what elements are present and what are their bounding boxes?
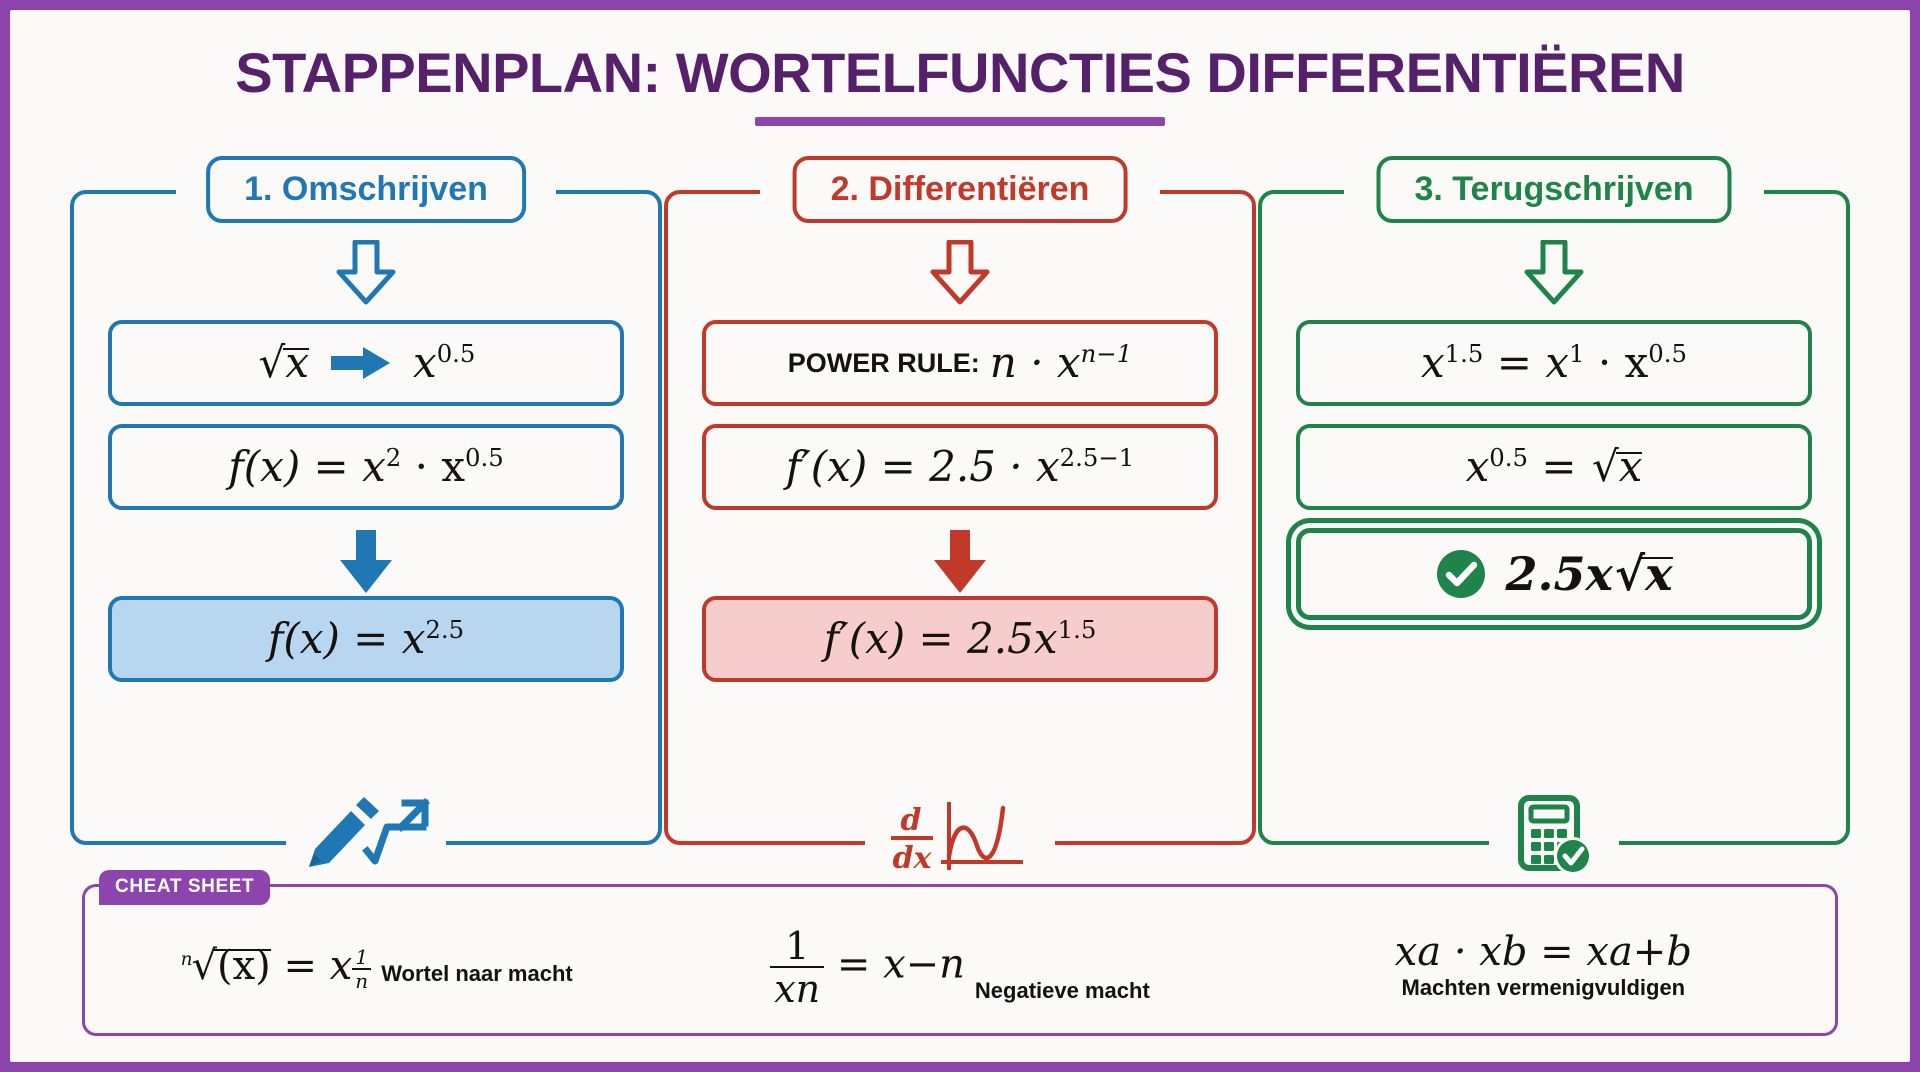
step-header-1: 1. Omschrijven: [206, 156, 526, 223]
svg-text:dx: dx: [893, 841, 933, 876]
step-body-3: x1.5 = x1 · x0.5 x0.5 = √x 2.: [1296, 234, 1812, 821]
step-header-3: 3. Terugschrijven: [1376, 156, 1732, 223]
cheat-sheet-badge: CHEAT SHEET: [99, 870, 271, 905]
final-answer-box: 2.5x√x: [1296, 528, 1812, 620]
step-body-2: POWER RULE: n · xn−1 f′(x) = 2.5 · x2.5−…: [702, 234, 1218, 821]
arrow-down-solid-icon: [934, 530, 986, 593]
formula-derivative-step: f′(x) = 2.5 · x2.5−1: [785, 441, 1135, 491]
infographic-canvas: STAPPENPLAN: WORTELFUNCTIES DIFFERENTIËR…: [10, 10, 1910, 1062]
formula-x-pow-half: x0.5: [413, 337, 476, 387]
formula-box-2-2: f′(x) = 2.5 · x2.5−1: [702, 424, 1218, 510]
svg-text:d: d: [901, 803, 922, 838]
cheat-caption-2: Negatieve macht: [974, 977, 1150, 1003]
formula-box-3-1: x1.5 = x1 · x0.5: [1296, 320, 1812, 406]
arrow-down-outline-icon: [930, 240, 990, 305]
formula-box-1-2: f(x) = x2 · x0.5: [108, 424, 624, 510]
cheat-caption-1: Wortel naar macht: [381, 961, 573, 987]
step-body-1: √x x0.5 f(x) = x2 · x0.5: [108, 234, 624, 821]
steps-container: 1. Omschrijven √x: [70, 156, 1850, 876]
power-rule-box: POWER RULE: n · xn−1: [702, 320, 1218, 406]
formula-split-power: x1.5 = x1 · x0.5: [1420, 337, 1688, 387]
result-box-2: f′(x) = 2.5x1.5: [702, 596, 1218, 682]
title-block: STAPPENPLAN: WORTELFUNCTIES DIFFERENTIËR…: [10, 40, 1910, 126]
arrow-down-solid-icon: [340, 530, 392, 593]
cheat-caption-3: Machten vermenigvuldigen: [1401, 975, 1686, 1000]
arrow-down-outline-icon: [336, 240, 396, 305]
formula-half-power-root: x0.5 = √x: [1465, 441, 1643, 491]
step-column-terugschrijven: 3. Terugschrijven x1.5 = x1 · x0.5 x0.5 …: [1258, 156, 1850, 875]
formula-sqrt-x: √x: [258, 337, 309, 387]
result-box-1: f(x) = x2.5: [108, 596, 624, 682]
arrow-right-icon: [331, 347, 390, 379]
formula-box-1-1: √x x0.5: [108, 320, 624, 406]
step-column-omschrijven: 1. Omschrijven √x: [70, 156, 662, 867]
title-underline: [755, 117, 1165, 126]
final-answer-formula: 2.5x√x: [1505, 546, 1673, 601]
power-rule-label: POWER RULE:: [787, 347, 980, 378]
step-column-differentieren: 2. Differentiëren POWER RULE: n · xn−1 f…: [664, 156, 1256, 876]
formula-fx-split: f(x) = x2 · x0.5: [228, 441, 504, 491]
step-header-2: 2. Differentiëren: [792, 156, 1128, 223]
check-circle-icon: [1437, 550, 1486, 598]
cheat-item-machten-vermenigvuldigen: xa · xb = xa+b Machten vermenigvuldigen: [1252, 915, 1835, 1005]
arrow-down-outline-icon: [1524, 240, 1584, 305]
power-rule-formula: n · xn−1: [989, 337, 1133, 387]
cheat-formula-3: xa · xb = xa+b: [1394, 929, 1692, 975]
page-title: STAPPENPLAN: WORTELFUNCTIES DIFFERENTIËR…: [235, 41, 1685, 104]
formula-box-3-2: x0.5 = √x: [1296, 424, 1812, 510]
pencil-sqrt-arrow-icon: [291, 797, 441, 875]
derivative-curve-icon: d dx: [885, 797, 1035, 876]
calculator-check-icon: [1479, 795, 1629, 875]
formula-derivative-result: f′(x) = 2.5x1.5: [823, 613, 1097, 663]
formula-fx-combined: f(x) = x2.5: [267, 613, 465, 663]
